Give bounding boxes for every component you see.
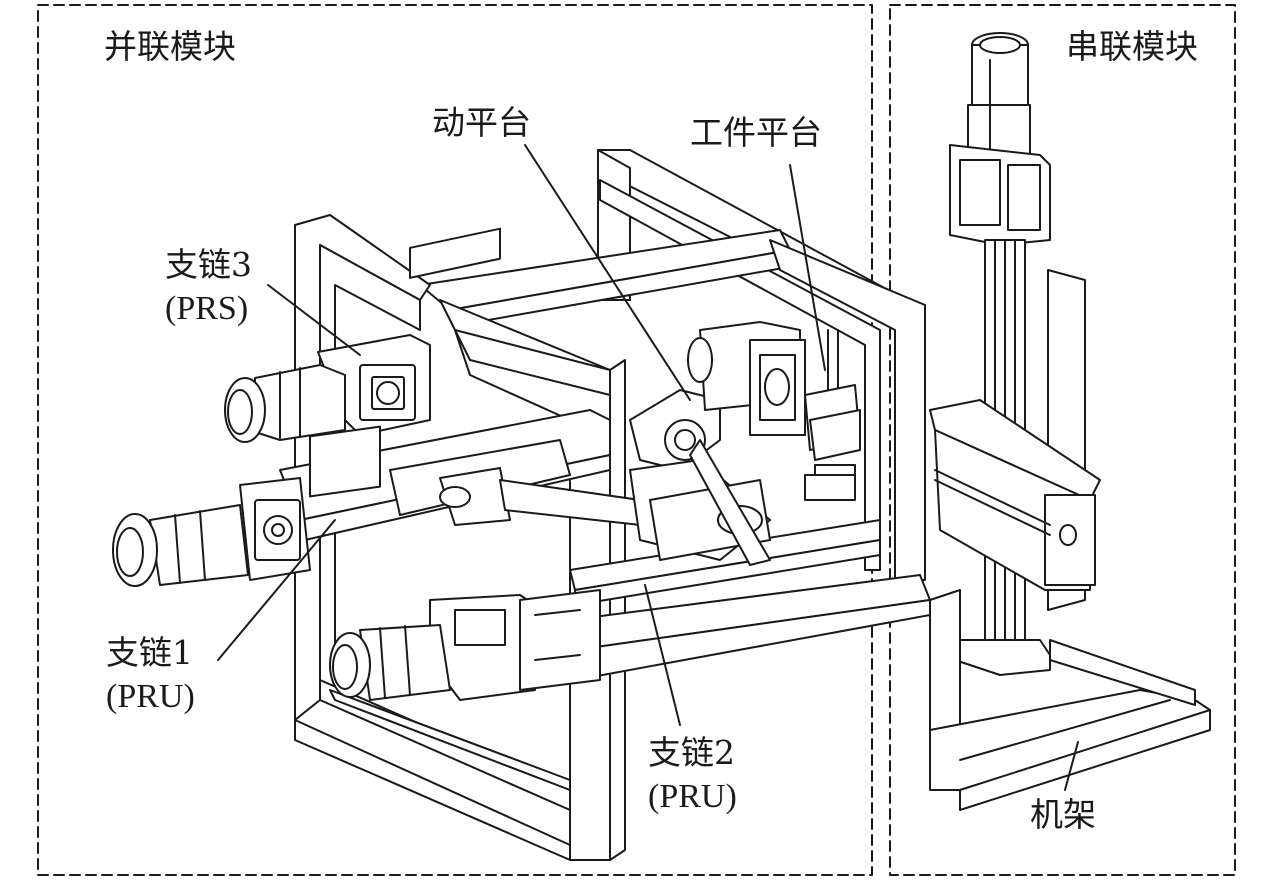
leader-moving-platform xyxy=(524,144,691,401)
workpiece-platform xyxy=(687,321,861,501)
chain3-type-label: (PRS) xyxy=(165,290,249,327)
parallel-frame xyxy=(294,149,931,861)
moving-platform xyxy=(629,389,771,566)
leader-chain1 xyxy=(217,519,336,661)
parallel-module-label: 并联模块 xyxy=(104,27,236,66)
chain3-assembly xyxy=(224,227,501,443)
leader-chain2 xyxy=(644,584,681,726)
chain1-name-label: 支链1 xyxy=(106,633,193,672)
serial-module-boundary xyxy=(889,4,1236,876)
chain2-assembly xyxy=(329,589,601,701)
leader-workpiece-platform xyxy=(789,164,826,371)
serial-module-assembly xyxy=(929,32,1211,811)
chain1-type-label: (PRU) xyxy=(106,678,195,715)
workpiece-platform-label: 工件平台 xyxy=(690,113,822,152)
frame-label: 机架 xyxy=(1030,795,1096,834)
chain2-name-label: 支链2 xyxy=(648,733,735,772)
leader-frame xyxy=(1064,741,1079,791)
chain1-assembly xyxy=(112,409,641,587)
leader-chain3 xyxy=(267,284,361,356)
moving-platform-label: 动平台 xyxy=(432,103,531,142)
serial-module-label: 串联模块 xyxy=(1066,27,1198,66)
chain3-name-label: 支链3 xyxy=(165,245,252,284)
chain2-type-label: (PRU) xyxy=(648,778,737,815)
leader-lines xyxy=(217,144,1079,791)
